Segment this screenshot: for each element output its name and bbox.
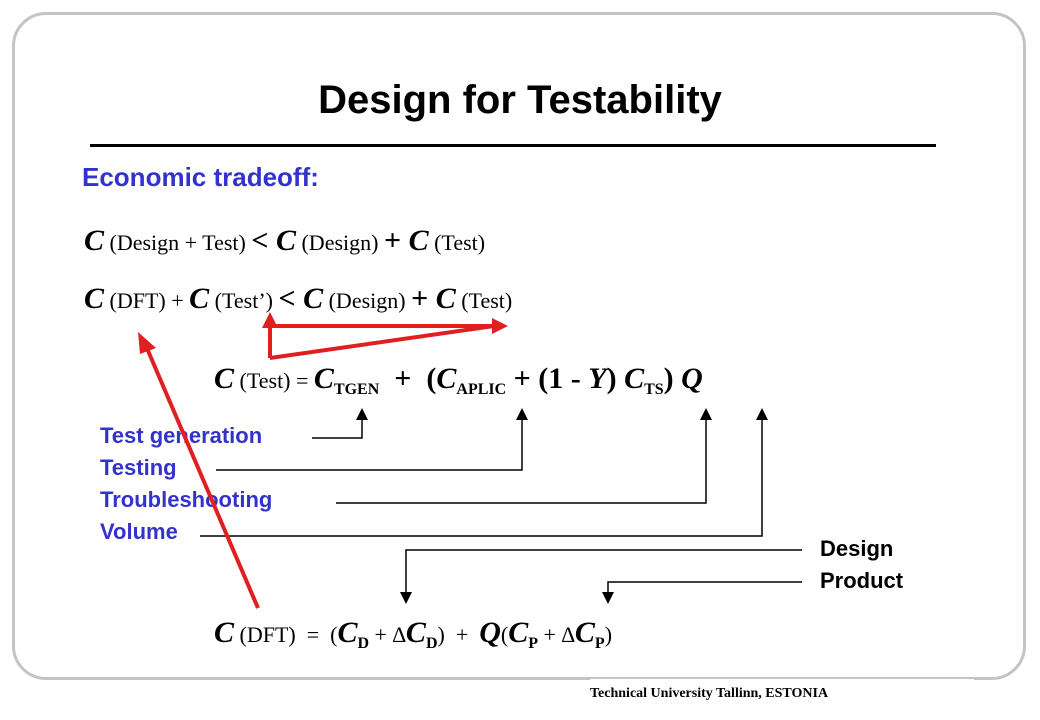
eq1-t1: (Design + Test) [104,230,252,255]
connector-design [405,549,802,594]
equation-3: C (Test) = CTGEN + (CAPLIC + (1 - Y) CTS… [214,362,703,399]
eq2-t1: (DFT) + [104,288,190,313]
red-arrow-test-diagonal [269,324,495,360]
eq3-c3: C [436,362,457,395]
eq4-op3: ( [500,622,509,647]
connector-testing [216,418,523,471]
eq2-c1: C [84,282,105,315]
eq2-c3: C [295,282,324,315]
equation-1: C (Design + Test) < C (Design) + C (Test… [84,224,485,258]
eq3-c2: C [313,362,334,395]
eq1-c1: C [84,224,105,257]
eq4-s3: D [425,635,438,652]
eq4-t1: (DFT) = ( [234,622,338,647]
eq4-s2: D [357,635,370,652]
eq3-c1: C [214,362,235,395]
slide-frame [12,12,1026,680]
eq1-lt: < [251,224,269,257]
eq4-q: Q [479,616,501,649]
label-troubleshooting: Troubleshooting [100,487,273,512]
eq4-op5: ) [604,622,613,647]
eq1-t2: (Design) [295,230,384,255]
eq4-op1: + ∆ [369,622,406,647]
arrowhead-aplic [516,408,528,420]
label-volume: Volume [100,519,178,544]
red-arrowhead-dft [138,332,156,354]
eq2-lt: < [278,282,296,315]
eq3-s3: APLIC [456,381,507,398]
arrowhead-cp [602,592,614,604]
eq1-c2: C [268,224,296,257]
eq3-op4: ) [663,362,682,395]
red-arrowhead-test-right [492,318,508,334]
eq1-t3: (Test) [428,230,486,255]
eq3-c4: C [624,362,645,395]
arrowhead-ts [700,408,712,420]
eq4-op2: ) + [437,622,480,647]
footer-text: Technical University Tallinn, ESTONIA [590,686,829,701]
subtitle: Economic tradeoff: [82,162,319,192]
eq1-c3: C [401,224,429,257]
slide-title: Design for Testability [318,78,722,122]
footer-separator [590,679,974,682]
red-arrowhead-test-up [262,312,278,328]
label-product: Product [820,568,904,593]
eq3-s2: TGEN [333,381,380,398]
eq2-t3: (Design) [323,288,412,313]
connector-troubleshooting [336,418,707,504]
eq3-op3: ) [606,362,625,395]
eq3-op1: + ( [379,362,437,395]
eq2-plus: + [411,282,429,315]
arrowhead-q [756,408,768,420]
eq4-c1: C [214,616,235,649]
eq1-plus: + [383,224,402,257]
eq2-t4: (Test) [455,288,513,313]
eq4-c5: C [574,616,595,649]
eq4-c4: C [508,616,529,649]
red-arrow-dft-line [144,345,260,609]
eq3-t1: (Test) = [234,368,314,393]
equation-4: C (DFT) = (CD + ∆CD) + Q(CP + ∆CP) [214,616,612,653]
eq4-s4: P [528,635,539,652]
eq4-c3: C [405,616,426,649]
connector-test-generation [312,418,363,439]
arrowhead-cd [400,592,412,604]
label-design: Design [820,536,894,561]
eq2-t2: (Test’) [209,288,279,313]
eq3-op2: + (1 - [506,362,589,395]
eq4-s5: P [594,635,605,652]
eq3-s4: TS [644,381,664,398]
eq2-c4: C [428,282,456,315]
arrowhead-tgen [356,408,368,420]
label-testing: Testing [100,455,177,480]
eq3-y: Y [588,362,607,395]
connector-volume [200,418,763,537]
equation-2: C (DFT) + C (Test’) < C (Design) + C (Te… [84,282,512,316]
connector-product [607,581,802,594]
eq3-q: Q [681,362,703,395]
eq4-c2: C [337,616,358,649]
eq4-op4: + ∆ [538,622,575,647]
title-underline [90,144,936,147]
eq2-c2: C [189,282,210,315]
